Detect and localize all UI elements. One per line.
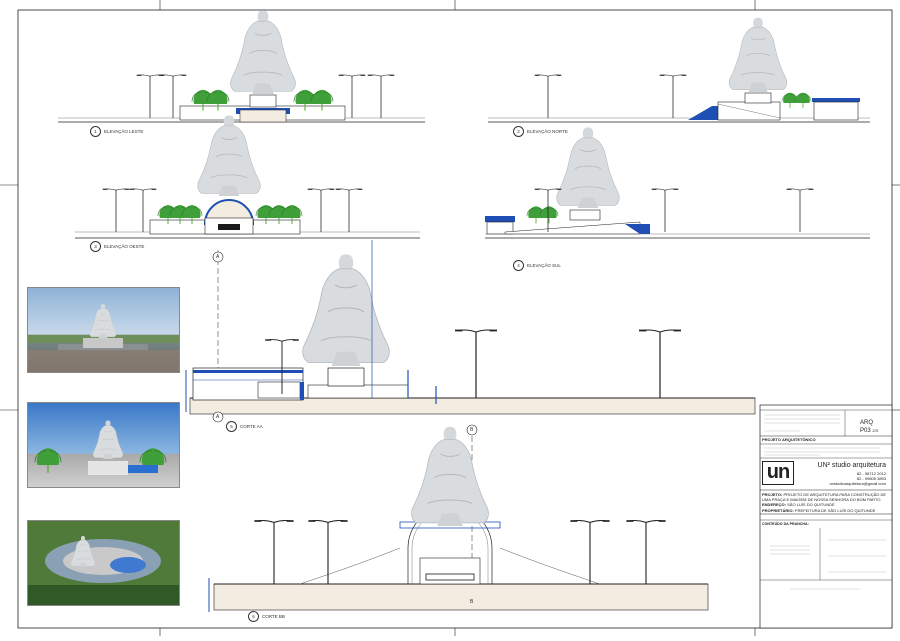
- studio-email: unstudioarquitetura@gmail.com: [829, 481, 886, 486]
- sheet-code: ARQ: [860, 420, 874, 426]
- endereco-field: ENDEREÇO: SÃO LUÍS DO QUITUNDE: [762, 502, 835, 507]
- section-marker-a-bottom: A: [216, 414, 220, 420]
- render-photo-1: [27, 287, 180, 373]
- conteudo-label: CONTEÚDO DA PRANCHA:: [762, 522, 809, 526]
- render-statue-1: [28, 303, 179, 372]
- section-bb: [208, 425, 709, 612]
- studio-name: UN² studio arquitetura: [817, 462, 886, 469]
- section-aa: [185, 240, 756, 420]
- section-marker-b-top: B: [470, 427, 474, 433]
- studio-phone-2: 82 - 99605 3893: [856, 476, 886, 481]
- projeto-field: PROJETO: PROJETO DE ARQUITETURA PARA CON…: [762, 492, 887, 502]
- title-block-frame: [759, 404, 893, 629]
- section-marker-b-bottom: B: [470, 599, 474, 605]
- elevation-leste: [58, 9, 425, 123]
- sheet-number: P03 2/3: [860, 428, 878, 434]
- section-header: PROJETO ARQUITETÔNICO: [762, 437, 816, 442]
- elevation-oeste: [75, 114, 420, 239]
- render-photo-3: [27, 520, 180, 606]
- render-aerial: [28, 535, 179, 605]
- proprietario-field: PROPRIETÁRIO: PREFEITURA DE SÃO LUÍS DO …: [762, 508, 876, 513]
- section-marker-a-top: A: [216, 254, 220, 260]
- elevation-norte: [488, 16, 870, 123]
- render-statue-2: [34, 420, 167, 475]
- elevation-sul: [485, 126, 870, 239]
- studio-logo: un: [762, 461, 794, 485]
- studio-phone-1: 82 - 98712 2012: [856, 471, 886, 476]
- render-photo-2: [27, 402, 180, 488]
